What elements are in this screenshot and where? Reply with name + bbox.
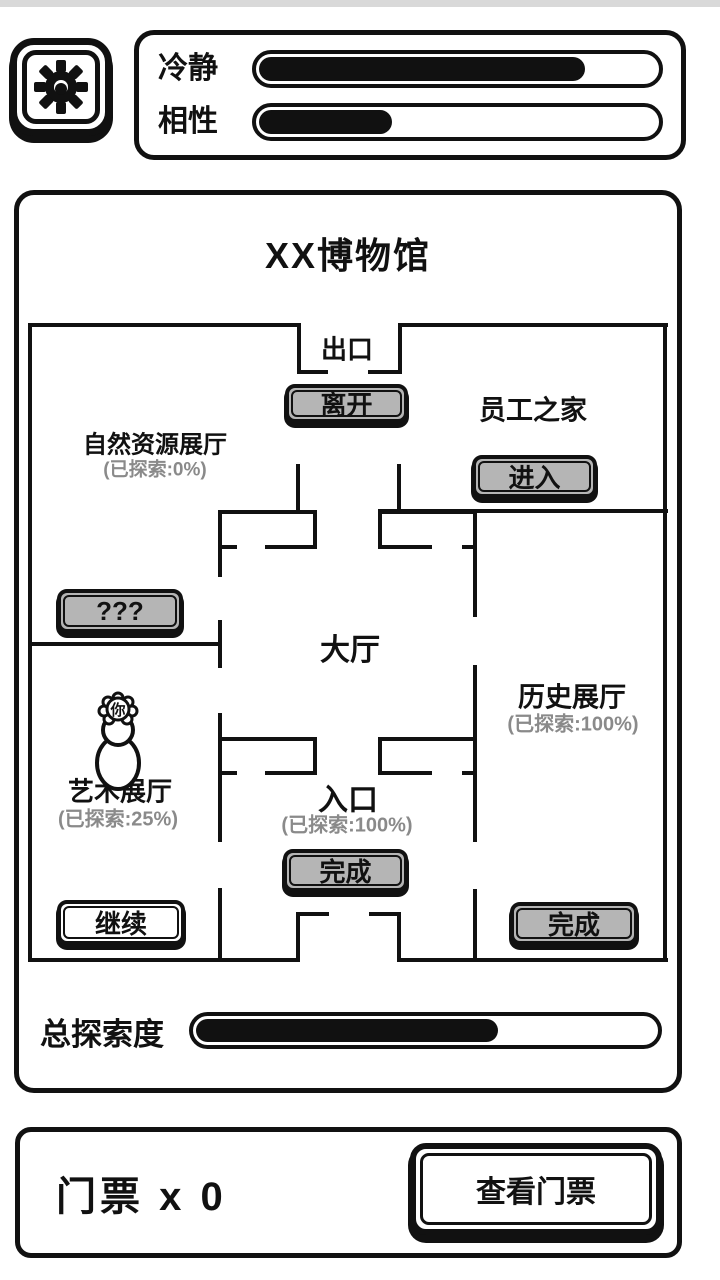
gear-icon	[34, 60, 88, 114]
calm-bar-fill	[259, 57, 586, 81]
wall	[28, 642, 222, 646]
player-name-bubble	[97, 691, 139, 726]
wall	[368, 370, 402, 374]
wall	[378, 545, 432, 549]
museum-panel: XX博物馆	[14, 190, 682, 1093]
wall	[218, 510, 222, 577]
view-tickets-label: 查看门票	[476, 1176, 596, 1209]
letterbox-strip	[0, 0, 720, 7]
staff-home-label: 员工之家	[479, 395, 587, 426]
wall	[265, 771, 317, 775]
wall	[296, 912, 329, 916]
history-hall-explored: (已探索:100%)	[507, 713, 639, 736]
wall	[218, 713, 222, 842]
stats-panel: 冷静 相性	[134, 30, 686, 160]
enter-button-label: 进入	[508, 463, 561, 493]
entrance-label: 入口	[318, 784, 378, 817]
entrance-explored: (已探索:100%)	[281, 814, 413, 837]
leave-button[interactable]: 离开	[285, 384, 408, 423]
wall	[265, 545, 317, 549]
wall	[297, 323, 301, 374]
wall	[378, 510, 382, 549]
affinity-label: 相性	[158, 105, 218, 138]
continue-button-label: 继续	[94, 909, 147, 939]
wall	[296, 464, 300, 510]
player-label: 你	[109, 701, 125, 719]
wall	[296, 912, 300, 958]
total-exploration-label: 总探索度	[40, 1017, 164, 1052]
finish-history-label: 完成	[547, 910, 600, 940]
history-hall-label: 历史展厅	[518, 682, 626, 713]
finish-entrance-label: 完成	[319, 857, 372, 887]
calm-stat-row: 冷静	[158, 50, 663, 88]
affinity-bar-fill	[259, 110, 392, 134]
wall	[218, 737, 317, 741]
wall	[28, 958, 300, 962]
unknown-button-label: ???	[96, 595, 144, 626]
exit-label: 出口	[320, 334, 374, 365]
wall	[473, 889, 477, 958]
wall	[397, 912, 401, 958]
wall	[218, 510, 317, 514]
art-hall-explored: (已探索:25%)	[57, 808, 179, 831]
continue-art-hall-button[interactable]: 继续	[57, 900, 185, 945]
wall	[473, 509, 477, 617]
wall	[369, 912, 401, 916]
wall	[297, 370, 328, 374]
finish-entrance-button[interactable]: 完成	[283, 849, 408, 892]
wall	[378, 737, 382, 775]
ticket-count: 门票 x 0	[56, 1174, 227, 1219]
settings-button-inner	[22, 50, 100, 124]
player-marker: 你	[95, 691, 141, 791]
wall	[462, 771, 477, 775]
wall	[28, 323, 301, 327]
leave-button-label: 离开	[320, 390, 373, 420]
wall	[218, 888, 222, 958]
wall	[378, 509, 668, 513]
affinity-stat-row: 相性	[158, 103, 663, 141]
wall	[218, 545, 237, 549]
museum-title: XX博物馆	[264, 235, 432, 276]
enter-staff-home-button[interactable]: 进入	[472, 455, 597, 498]
natural-resources-explored: (已探索:0%)	[103, 459, 207, 481]
wall	[378, 771, 432, 775]
wall	[397, 464, 401, 510]
calm-bar	[252, 50, 663, 88]
total-exploration-bar	[189, 1012, 662, 1049]
wall	[218, 771, 237, 775]
total-exploration-fill	[196, 1019, 499, 1042]
wall	[313, 737, 317, 775]
ticket-panel: 门票 x 0 查看门票	[15, 1127, 682, 1258]
natural-resources-label: 自然资源展厅	[83, 431, 227, 459]
wall	[663, 323, 667, 962]
floor-plan-map: 出口 员工之家 自然资源展厅 (已探索:0%) 大厅 历史展厅 (已探索:100…	[28, 323, 668, 962]
unknown-room-button[interactable]: ???	[57, 589, 183, 633]
settings-button[interactable]	[10, 38, 112, 136]
wall	[313, 510, 317, 549]
wall	[398, 323, 402, 374]
wall	[462, 545, 477, 549]
wall	[397, 958, 668, 962]
affinity-bar	[252, 103, 663, 141]
hall-label: 大厅	[320, 634, 380, 667]
wall	[398, 323, 668, 327]
wall	[378, 737, 477, 741]
wall	[473, 665, 477, 842]
calm-label: 冷静	[158, 52, 218, 85]
finish-history-button[interactable]: 完成	[510, 902, 638, 945]
view-tickets-button[interactable]: 查看门票	[410, 1143, 662, 1235]
